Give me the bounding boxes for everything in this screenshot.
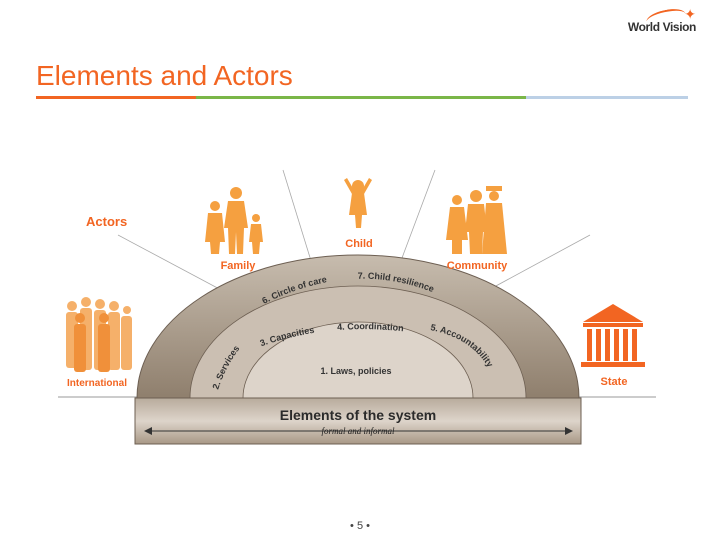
actor-label-international: International [67,378,127,389]
base-title: Elements of the system [280,407,436,423]
arrow-left-icon [144,427,152,435]
actor-label-state: State [601,376,628,388]
page-number: • 5 • [350,520,370,532]
arch-label-coordination-group: 4. Coordination [337,321,404,333]
international-front-figures-icon [74,313,110,372]
title-underline-blue [526,96,688,99]
child-figure-icon [344,178,372,228]
arrow-right-icon [565,427,573,435]
world-vision-logo: ✦ World Vision [586,6,697,44]
logo-star-icon: ✦ [684,6,696,22]
actors-heading: Actors [86,214,127,229]
actor-label-family: Family [221,260,257,272]
actor-label-child: Child [345,238,373,250]
base-subtitle: formal and informal [321,426,395,436]
actor-label-community: Community [447,260,508,272]
system-base-bar [134,397,582,445]
logo-text: World Vision [627,20,697,34]
arch-label-laws: 1. Laws, policies [320,366,391,376]
community-figures-icon [446,186,507,254]
title-underline-green [196,96,526,99]
family-figures-icon [205,187,263,254]
page-title: Elements and Actors [36,60,293,91]
state-building-icon [581,304,645,367]
arch-label-coordination: 4. Coordination [337,321,404,333]
arch-inner [242,321,474,399]
title-underline-orange [36,96,196,99]
